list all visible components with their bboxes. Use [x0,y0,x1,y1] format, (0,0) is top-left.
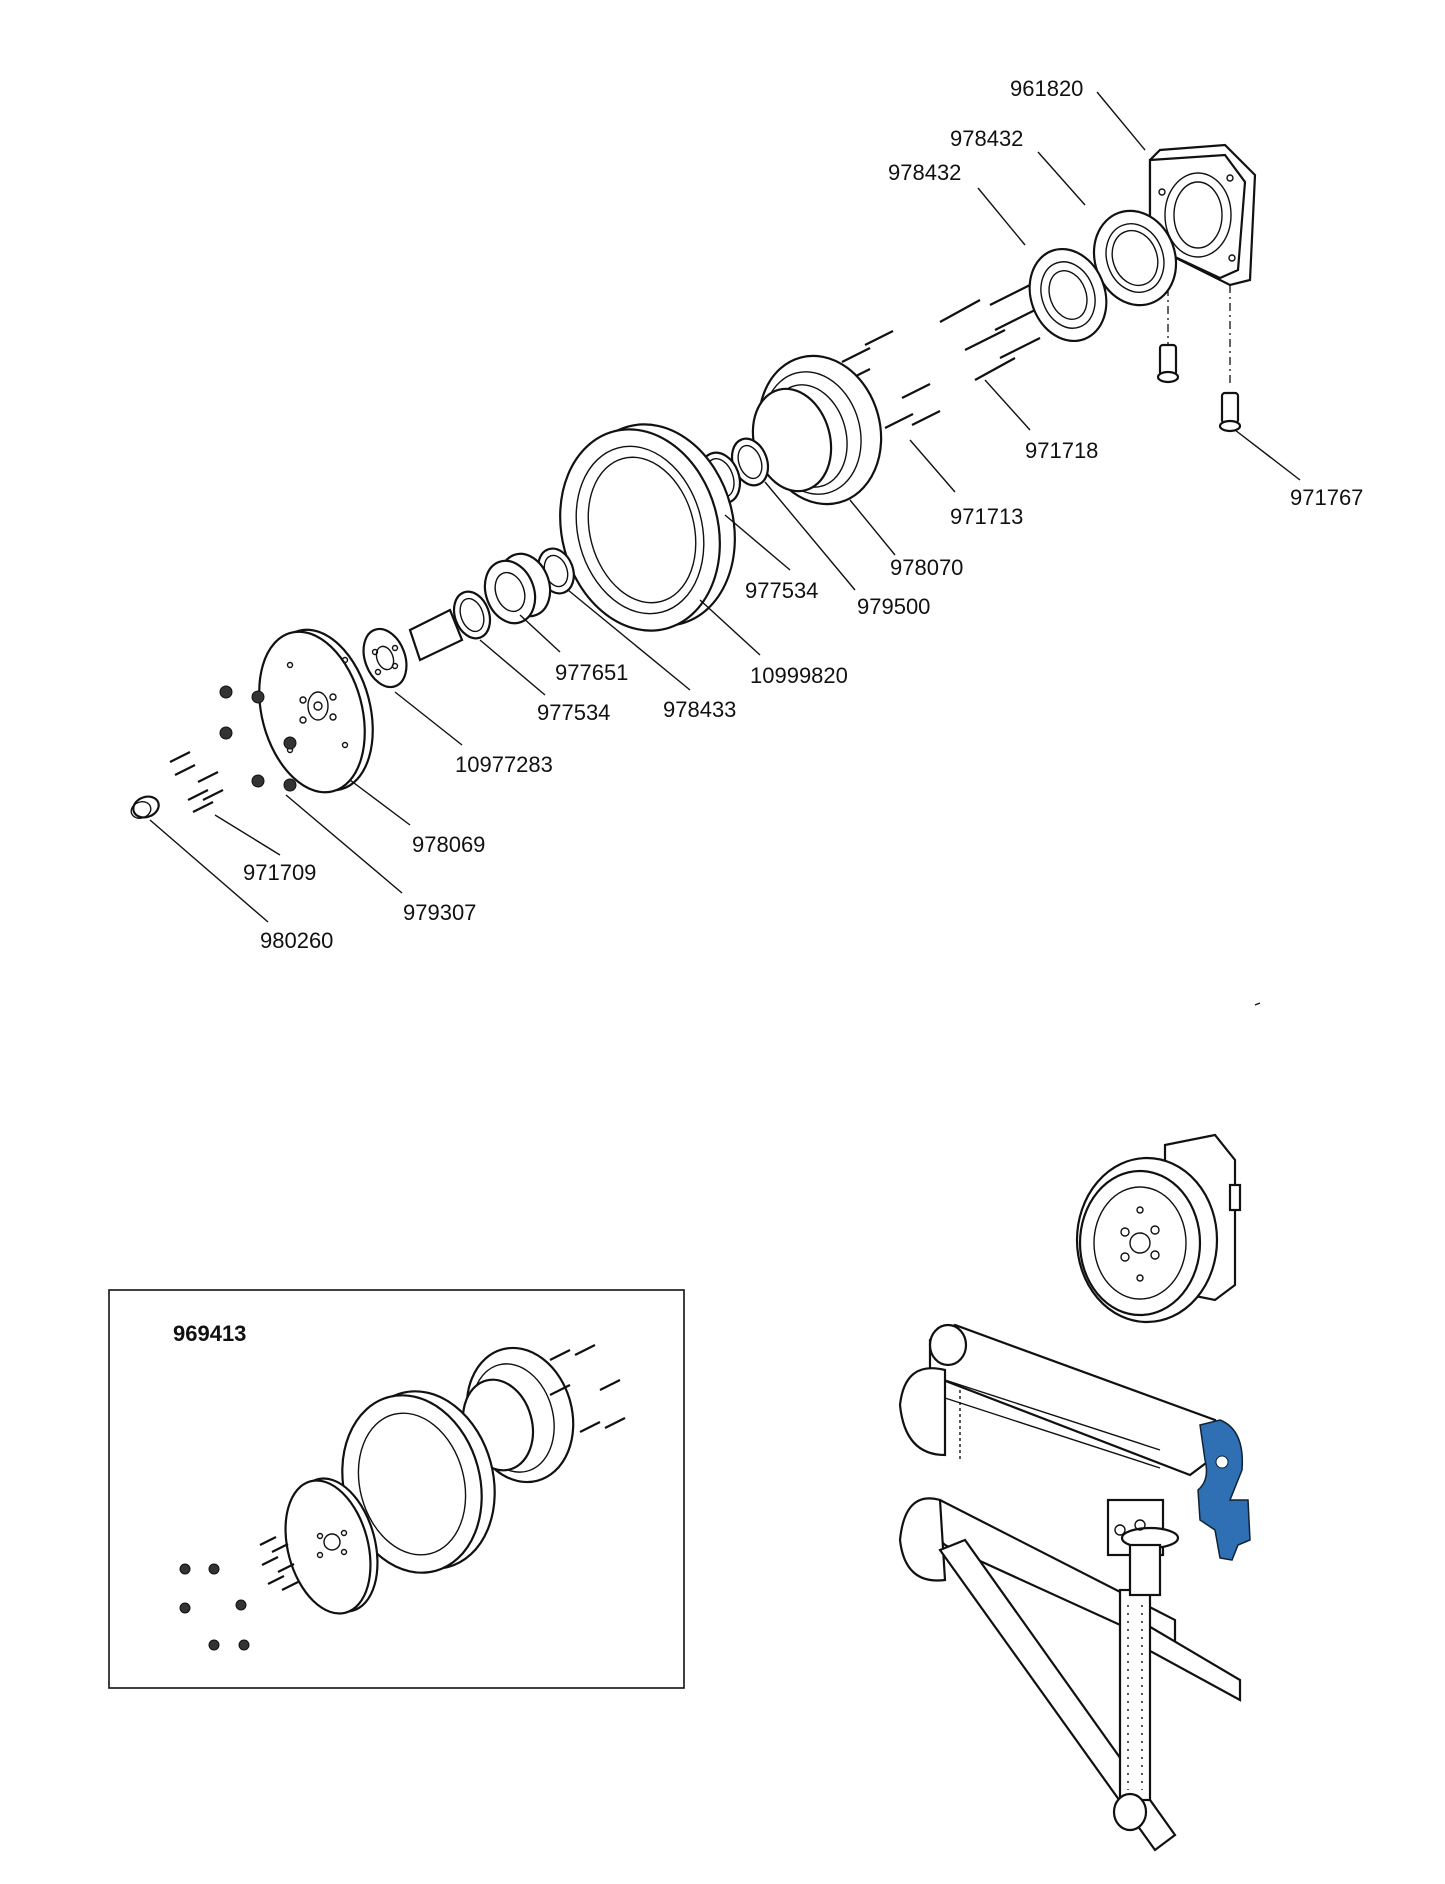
kit-inset-969413: 969413 [108,1289,685,1689]
highlighted-wheel-assembly [1197,1419,1251,1561]
nuts-979307 [219,685,297,792]
callout-10999820: 10999820 [750,663,848,688]
bearing-977651 [483,552,552,625]
axle-hub-10977283 [362,608,464,689]
screws-971709 [169,751,224,813]
leader-lines [149,91,1301,923]
callout-978069: 978069 [412,832,485,857]
callout-978433: 978433 [663,697,736,722]
stray-mark [1254,1002,1261,1006]
cap-screws-971767 [1156,343,1242,433]
screws-971718 [939,284,1041,381]
callout-971767: 971767 [1290,485,1363,510]
bearing-978432-inner [1028,247,1108,343]
callout-971713: 971713 [950,504,1023,529]
wheel-rim-10999820 [559,423,736,632]
gearbox-assembly [1106,1498,1180,1597]
kit-hub-disk [284,1477,379,1615]
kit-inset-title: 969413 [173,1321,246,1346]
assembled-wheel [1075,1133,1242,1324]
location-view [898,1133,1251,1852]
hub-disk-978069 [258,628,374,794]
callout-979500: 979500 [857,594,930,619]
kit-nuts [179,1563,250,1651]
bearing-housing-978070 [751,354,883,506]
callout-979307: 979307 [403,900,476,925]
screws-971713 [841,330,941,429]
end-cap-980260 [130,795,160,819]
callout-971718: 971718 [1025,438,1098,463]
callout-980260: 980260 [260,928,333,953]
callout-961820: 961820 [1010,76,1083,101]
callout-977534-upper: 977534 [745,578,818,603]
callout-10977283: 10977283 [455,752,553,777]
lower-frame [898,1497,1242,1852]
callout-978432-inner: 978432 [888,160,961,185]
callout-978070: 978070 [890,555,963,580]
callout-978432-outer: 978432 [950,126,1023,151]
callout-971709: 971709 [243,860,316,885]
exploded-view: 961820 978432 978432 971718 971767 97171… [130,76,1363,1006]
retaining-ring-977534-lower [452,590,492,640]
upper-rail-beam [898,1323,1217,1477]
callout-labels: 961820 978432 978432 971718 971767 97171… [243,76,1363,953]
callout-977534-lower: 977534 [537,700,610,725]
kit-wheel-rim [341,1390,496,1574]
kit-hub-screws [259,1536,299,1591]
callout-977651: 977651 [555,660,628,685]
kit-screws [549,1344,626,1433]
